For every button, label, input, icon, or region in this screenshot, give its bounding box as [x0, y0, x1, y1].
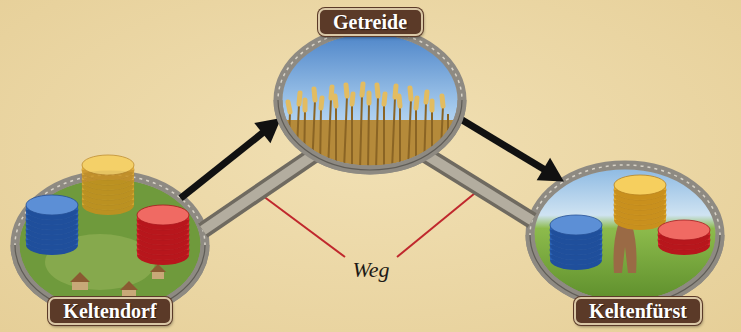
rim-back	[15, 175, 205, 315]
name-plaque: Getreide	[318, 8, 423, 36]
road-band	[427, 155, 532, 220]
rim-edge	[278, 100, 462, 170]
hut-wall	[72, 272, 164, 297]
name-plaque: Keltendorf	[48, 297, 172, 325]
board-space: Getreide	[278, 30, 462, 170]
space-name: Keltendorf	[63, 300, 156, 322]
disc-stack	[550, 215, 602, 270]
road-label: Weg	[350, 258, 391, 282]
rim-ornament	[530, 165, 720, 305]
leader-line	[259, 193, 345, 257]
arrow-shaft	[459, 118, 549, 172]
board-space: Keltendorf	[15, 175, 205, 315]
disc-stack	[82, 155, 134, 215]
rim-ornament	[278, 30, 462, 170]
village-field	[15, 175, 205, 315]
disc-stack	[658, 220, 710, 255]
disc-stack	[614, 175, 666, 230]
move-arrow	[181, 118, 282, 198]
grain-field	[278, 30, 462, 175]
space-name: Getreide	[333, 11, 407, 33]
space-rim	[278, 30, 462, 170]
rim-ornament	[15, 175, 205, 315]
prince-statue	[614, 225, 637, 273]
rim-front	[278, 100, 462, 170]
disc-stack	[137, 205, 189, 265]
rim-back	[278, 30, 462, 170]
rim-front	[530, 235, 720, 305]
rim-edge	[530, 235, 720, 305]
name-plaque: Keltenfürst	[574, 297, 702, 325]
move-arrow	[459, 118, 564, 181]
arrow-head	[254, 118, 281, 143]
meadow	[534, 169, 716, 301]
leader-line	[397, 189, 480, 257]
board-space: Keltenfürst	[530, 165, 720, 305]
road-surface	[427, 155, 532, 220]
disc-stack	[26, 195, 78, 255]
space-name: Keltenfürst	[589, 300, 687, 322]
arrow-head	[537, 158, 564, 182]
arrow-shaft	[181, 129, 267, 198]
wheat-ears	[288, 84, 443, 112]
space-rim	[530, 165, 720, 305]
rim-back	[530, 165, 720, 305]
prince-field	[530, 165, 720, 305]
space-rim	[15, 175, 205, 315]
road	[427, 155, 532, 220]
